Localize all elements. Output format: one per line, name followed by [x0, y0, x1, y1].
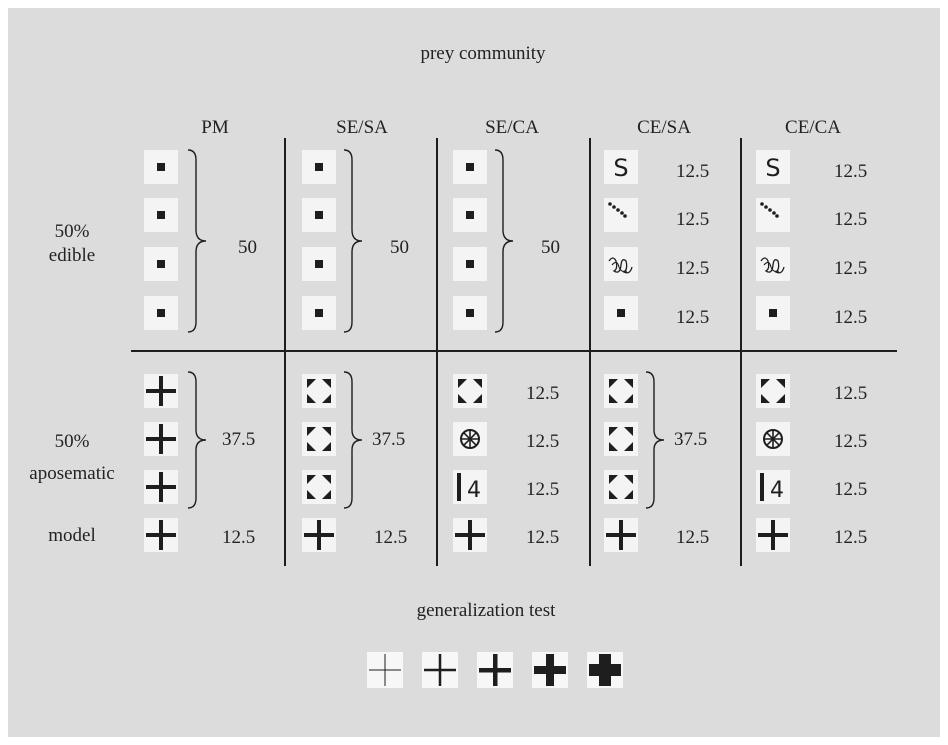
- small-square-icon: [302, 198, 336, 232]
- small-square-icon: [144, 247, 178, 281]
- column-divider: [436, 138, 438, 566]
- row-label-aposematic: aposematic: [29, 463, 115, 484]
- small-square-icon: [144, 296, 178, 330]
- svg-text:S: S: [613, 154, 628, 182]
- cell-value: 12.5: [374, 527, 408, 548]
- column-header-ceca: CE/CA: [785, 117, 841, 138]
- s-letter-icon: S: [604, 150, 638, 184]
- figure-panel: [8, 8, 940, 737]
- row-label-aposematic-percent: 50%: [54, 431, 90, 452]
- column-divider: [740, 138, 742, 566]
- column-divider: [284, 138, 286, 566]
- heavy-cross-icon: [587, 652, 623, 688]
- row-divider: [131, 350, 897, 352]
- dotted-diagonal-icon: [756, 198, 790, 232]
- generalization-title: generalization test: [416, 600, 556, 621]
- cell-value: 12.5: [676, 258, 710, 279]
- small-square-icon: [144, 198, 178, 232]
- figure-title: prey community: [420, 43, 546, 64]
- s-letter-icon: S: [756, 150, 790, 184]
- column-header-cesa: CE/SA: [637, 117, 691, 138]
- right-brace-icon: [343, 371, 363, 509]
- small-square-icon: [756, 296, 790, 330]
- cross-icon: [144, 374, 178, 408]
- group-value: 37.5: [372, 429, 406, 450]
- right-brace-icon: [494, 149, 514, 333]
- row-label-model: model: [48, 525, 96, 546]
- cell-value: 12.5: [834, 383, 868, 404]
- cell-value: 12.5: [222, 527, 256, 548]
- column-header-seca: SE/CA: [485, 117, 539, 138]
- small-square-icon: [144, 150, 178, 184]
- cross-icon: [302, 518, 336, 552]
- cell-value: 12.5: [834, 161, 868, 182]
- corner-brackets-icon: [302, 374, 336, 408]
- asterisk-circle-icon: [756, 422, 790, 456]
- bar-four-icon: 4: [453, 470, 487, 504]
- squiggle-icon: [756, 247, 790, 281]
- cell-value: 12.5: [676, 209, 710, 230]
- small-square-icon: [453, 150, 487, 184]
- cross-icon: [144, 518, 178, 552]
- cross-icon: [604, 518, 638, 552]
- corner-brackets-icon: [604, 374, 638, 408]
- svg-text:4: 4: [467, 478, 481, 503]
- corner-brackets-icon: [604, 470, 638, 504]
- group-value: 37.5: [674, 429, 708, 450]
- right-brace-icon: [187, 149, 207, 333]
- cell-value: 12.5: [526, 527, 560, 548]
- svg-text:4: 4: [770, 478, 784, 503]
- bold-cross-icon: [532, 652, 568, 688]
- cross-icon: [144, 422, 178, 456]
- small-square-icon: [302, 247, 336, 281]
- column-divider: [589, 138, 591, 566]
- small-square-icon: [453, 247, 487, 281]
- thin-cross-icon: [367, 652, 403, 688]
- cell-value: 12.5: [834, 307, 868, 328]
- cell-value: 12.5: [834, 209, 868, 230]
- right-brace-icon: [645, 371, 665, 509]
- group-value: 50: [541, 237, 560, 258]
- column-header-pm: PM: [201, 117, 229, 138]
- cell-value: 12.5: [676, 527, 710, 548]
- group-value: 37.5: [222, 429, 256, 450]
- group-value: 50: [390, 237, 409, 258]
- corner-brackets-icon: [453, 374, 487, 408]
- cell-value: 12.5: [834, 527, 868, 548]
- group-value: 50: [238, 237, 257, 258]
- cell-value: 12.5: [676, 307, 710, 328]
- row-label-edible: edible: [48, 245, 96, 266]
- corner-brackets-icon: [302, 470, 336, 504]
- corner-brackets-icon: [302, 422, 336, 456]
- cell-value: 12.5: [834, 479, 868, 500]
- cross-icon: [144, 470, 178, 504]
- light-cross-icon: [422, 652, 458, 688]
- cell-value: 12.5: [526, 479, 560, 500]
- corner-brackets-icon: [756, 374, 790, 408]
- cell-value: 12.5: [526, 431, 560, 452]
- small-square-icon: [453, 198, 487, 232]
- right-brace-icon: [187, 371, 207, 509]
- right-brace-icon: [343, 149, 363, 333]
- small-square-icon: [453, 296, 487, 330]
- cell-value: 12.5: [676, 161, 710, 182]
- asterisk-circle-icon: [453, 422, 487, 456]
- corner-brackets-icon: [604, 422, 638, 456]
- small-square-icon: [302, 150, 336, 184]
- row-label-edible-percent: 50%: [54, 221, 90, 242]
- medium-cross-icon: [477, 652, 513, 688]
- cell-value: 12.5: [834, 258, 868, 279]
- cross-icon: [756, 518, 790, 552]
- cross-icon: [453, 518, 487, 552]
- column-header-sesa: SE/SA: [336, 117, 388, 138]
- small-square-icon: [302, 296, 336, 330]
- dotted-diagonal-icon: [604, 198, 638, 232]
- cell-value: 12.5: [526, 383, 560, 404]
- cell-value: 12.5: [834, 431, 868, 452]
- svg-text:S: S: [765, 154, 780, 182]
- bar-four-icon: 4: [756, 470, 790, 504]
- squiggle-icon: [604, 247, 638, 281]
- small-square-icon: [604, 296, 638, 330]
